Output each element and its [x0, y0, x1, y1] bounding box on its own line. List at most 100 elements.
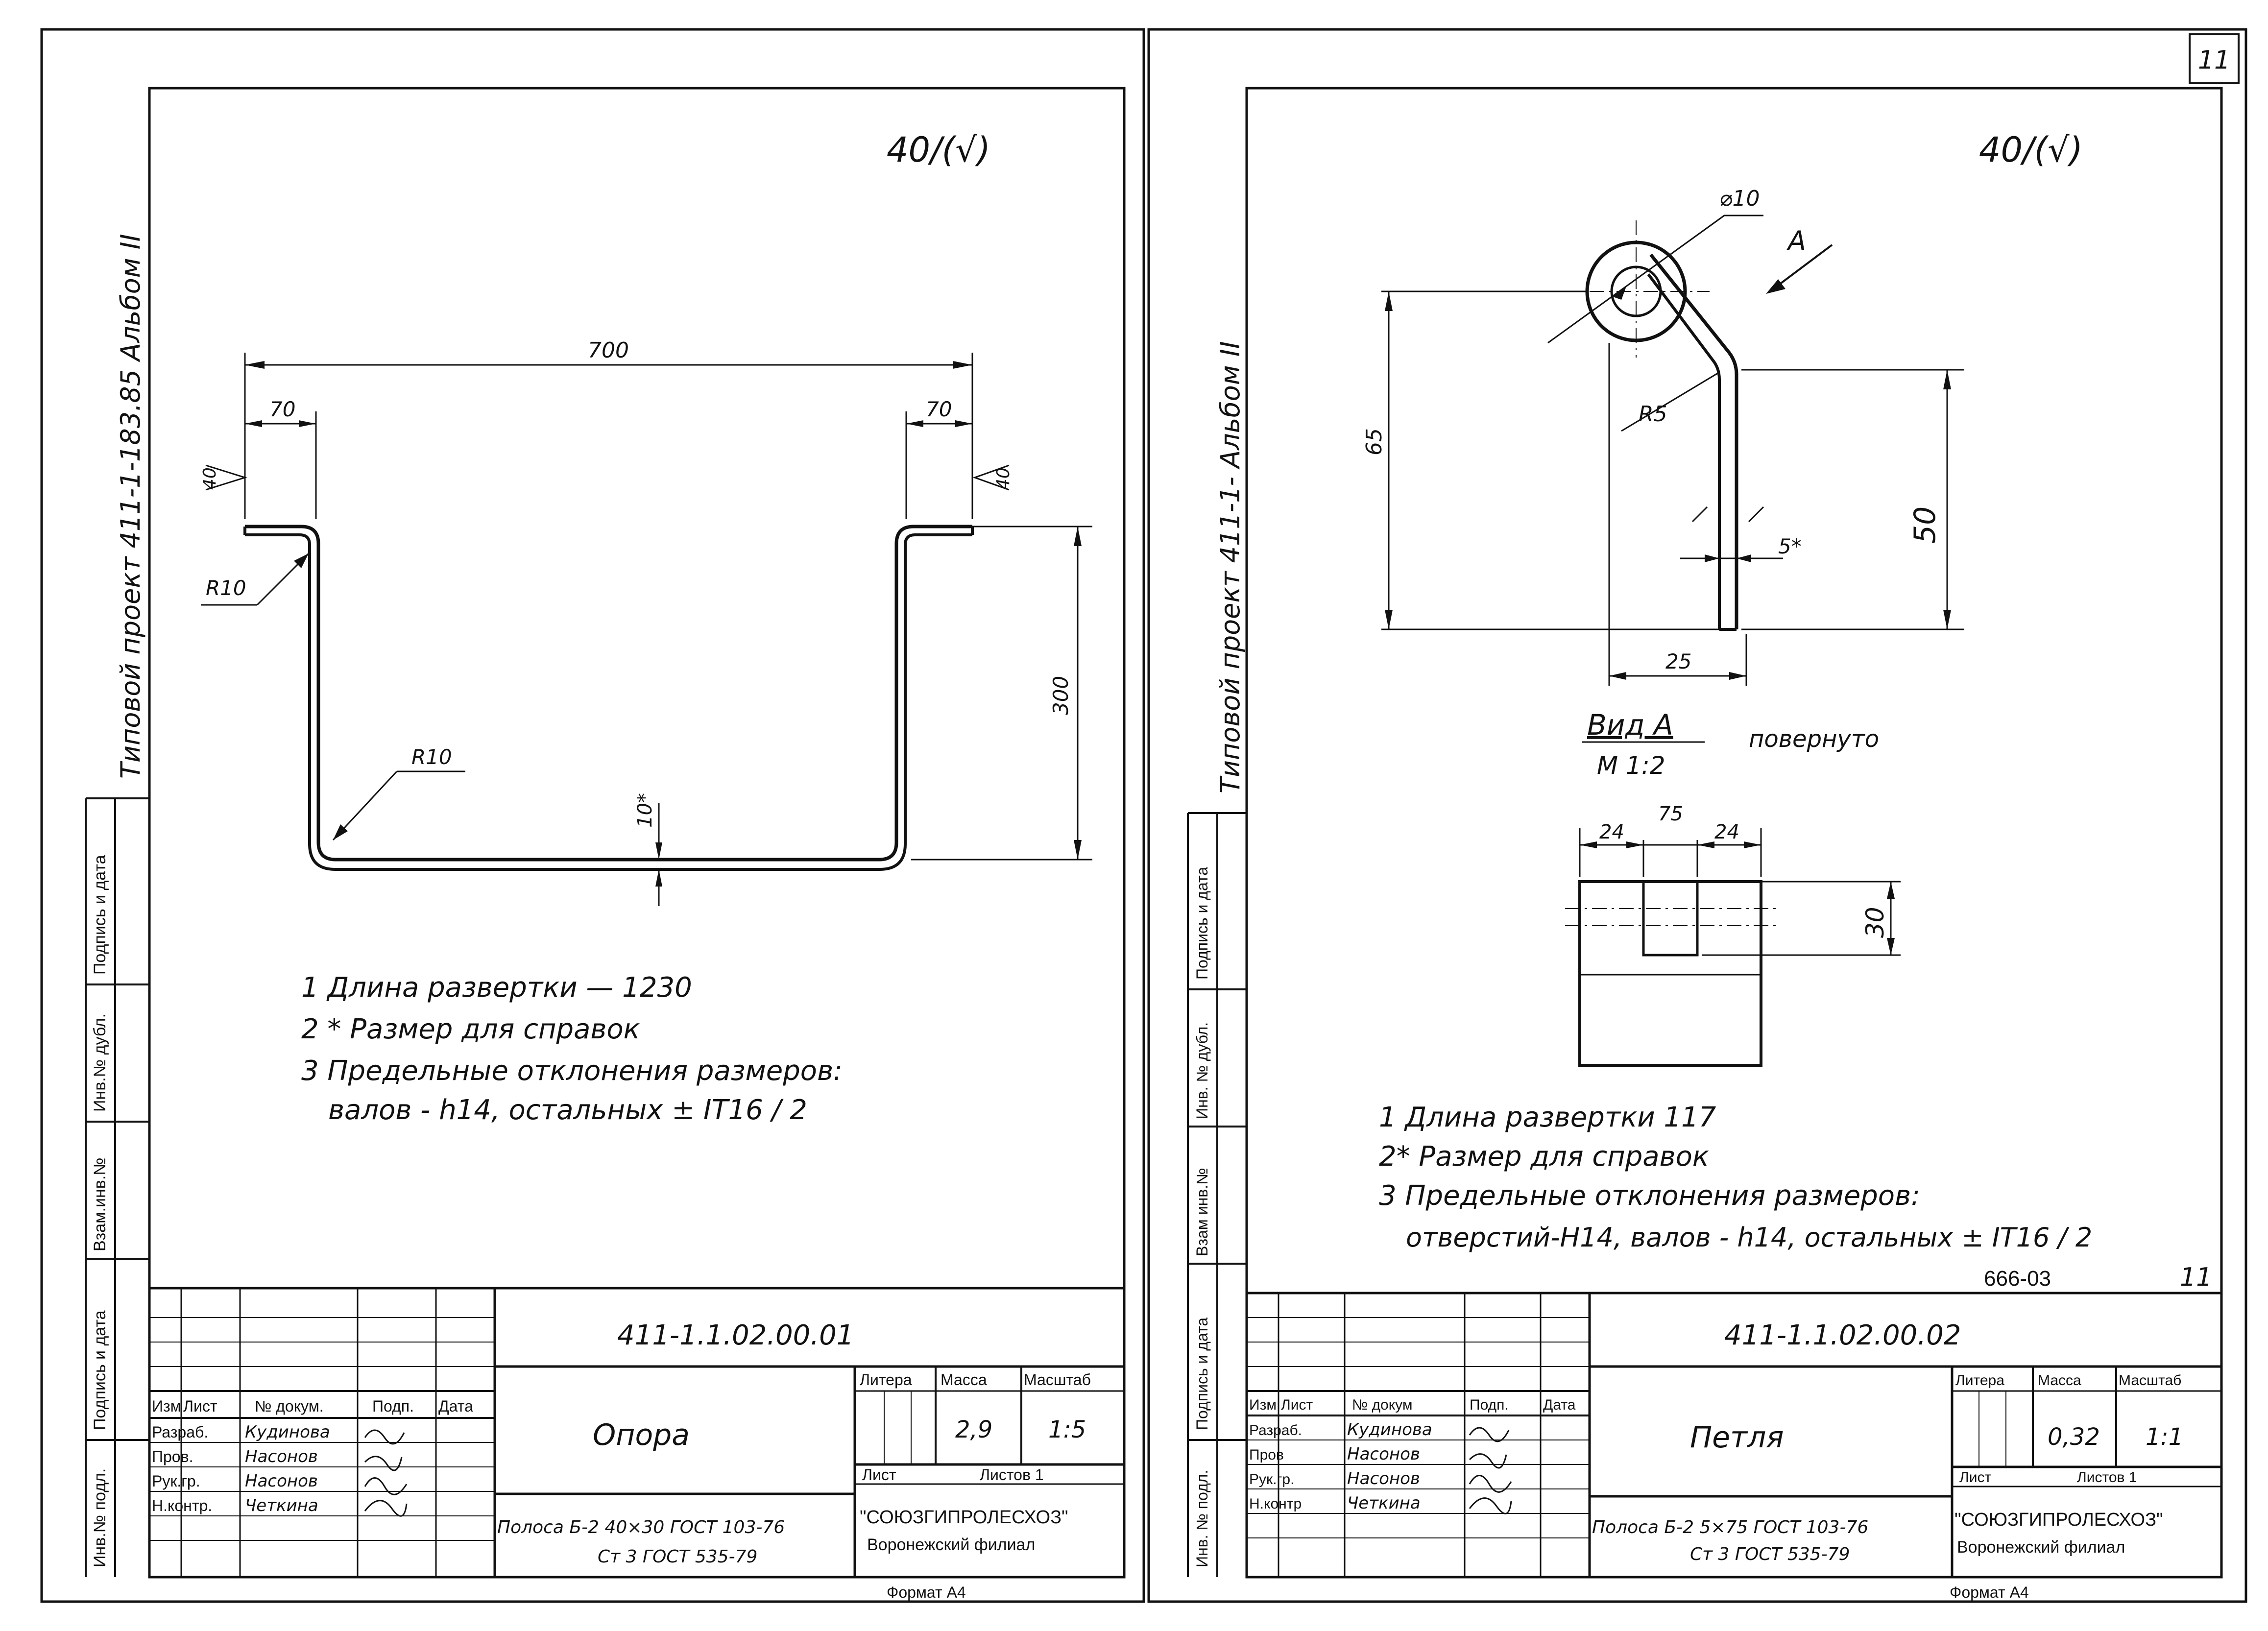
dim-300: 300 — [1049, 676, 1073, 715]
left-note-3: 3 Предельные отклонения размеров: — [301, 1055, 843, 1087]
left-col-date: Дата — [438, 1397, 473, 1415]
left-role-1: Разраб. — [152, 1423, 208, 1441]
dim-70-right: 70 — [926, 397, 952, 421]
right-side-label-4: Подпись и дата — [1193, 1318, 1211, 1430]
left-sheet-label: Лист — [862, 1466, 896, 1484]
support-profile-inner — [245, 533, 972, 871]
page-number: 11 — [2198, 46, 2230, 75]
right-col-doc: № докум — [1352, 1397, 1412, 1413]
right-person-4: Четкина — [1347, 1493, 1421, 1513]
left-sheet-border — [40, 28, 1145, 1603]
right-role-2: Пров — [1249, 1447, 1284, 1463]
right-material-2: Ст 3 ГОСТ 535-79 — [1690, 1544, 1850, 1564]
dim-24-right: 24 — [1714, 821, 1739, 843]
dim-30: 30 — [1861, 907, 1889, 938]
dim-65: 65 — [1362, 428, 1387, 456]
right-sheets-label: Листов 1 — [2077, 1469, 2137, 1486]
right-vertical-title: Типовой проект 411-1- Альбом II — [1215, 341, 1246, 793]
right-side-label-1: Подпись и дата — [1193, 867, 1211, 980]
left-org-2: Воронежский филиал — [867, 1535, 1035, 1554]
left-side-label-1: Подпись и дата — [91, 855, 109, 975]
view-a-title: Вид A — [1587, 708, 1673, 742]
left-role-4: Н.контр. — [152, 1497, 212, 1514]
left-side-label-3: Взам.инв.№ — [91, 1157, 109, 1251]
left-note-2: 2 * Размер для справок — [301, 1013, 640, 1045]
right-note-2: 2* Размер для справок — [1379, 1141, 1709, 1173]
left-col-izm: Изм — [152, 1397, 181, 1415]
left-sheets-label: Листов 1 — [980, 1466, 1044, 1484]
dim-700: 700 — [588, 338, 629, 363]
right-signatures — [1469, 1427, 1512, 1514]
dim-70-left: 70 — [269, 397, 295, 421]
right-designation: 411-1.1.02.00.02 — [1724, 1319, 1961, 1351]
loop-shank-inner — [1647, 273, 1721, 629]
left-person-3: Насонов — [245, 1471, 318, 1491]
left-material-1: Полоса Б-2 40×30 ГОСТ 103-76 — [497, 1517, 785, 1537]
left-sheet: Подпись и дата Инв.№ дубл. Взам.инв.№ По… — [85, 87, 1126, 1601]
left-scale: 1:5 — [1048, 1416, 1086, 1443]
right-col-izm: Изм — [1249, 1397, 1277, 1413]
left-person-4: Четкина — [245, 1496, 318, 1515]
left-inner-frame — [148, 87, 1126, 1579]
left-role-2: Пров. — [152, 1448, 193, 1465]
left-litera-label: Литера — [860, 1371, 912, 1389]
dim-75: 75 — [1658, 803, 1683, 825]
right-material-1: Полоса Б-2 5×75 ГОСТ 103-76 — [1592, 1517, 1868, 1537]
view-a-scale: М 1:2 — [1597, 751, 1665, 780]
left-col-doc: № докум. — [255, 1397, 324, 1415]
left-format: Формат А4 — [887, 1583, 966, 1601]
left-material-2: Ст 3 ГОСТ 535-79 — [598, 1547, 757, 1567]
dim-5-thickness: 5* — [1778, 534, 1802, 558]
right-person-3: Насонов — [1347, 1469, 1420, 1488]
rough-right-flag: 40 — [993, 467, 1013, 490]
left-part-name: Опора — [593, 1418, 690, 1452]
right-scale: 1:1 — [2146, 1423, 2183, 1451]
left-note-1: 1 Длина развертки — 1230 — [301, 972, 692, 1004]
right-title-block: Изм Лист № докум Подп. Дата Разраб. Пров… — [1245, 1292, 2223, 1579]
left-note-4: валов - h14, остальных ± IT16 / 2 — [328, 1094, 807, 1126]
dim-50: 50 — [1908, 506, 1942, 544]
dim-24-left: 24 — [1599, 821, 1624, 843]
view-a-part — [1565, 880, 1776, 1067]
right-side-label-5: Инв. № подл. — [1193, 1470, 1211, 1567]
right-sheet-border — [1147, 28, 2247, 1603]
left-side-label-2: Инв.№ дубл. — [91, 1013, 109, 1112]
view-a-rotated: повернуто — [1749, 725, 1879, 753]
right-mass-label: Масса — [2038, 1372, 2081, 1389]
dim-hole-diameter: ⌀10 — [1719, 186, 1760, 211]
doc-code: 666-03 — [1984, 1267, 2051, 1291]
right-note-3: 3 Предельные отклонения размеров: — [1379, 1180, 1920, 1212]
left-mass-label: Масса — [941, 1371, 987, 1389]
dim-25: 25 — [1665, 649, 1691, 673]
right-litera-label: Литера — [1955, 1372, 2004, 1389]
left-side-label-4: Подпись и дата — [91, 1310, 109, 1430]
right-roughness: 40/(√) — [1979, 130, 2083, 170]
right-role-3: Рук.гр. — [1249, 1471, 1294, 1487]
right-mass: 0,32 — [2048, 1423, 2100, 1451]
left-role-3: Рук.гр. — [152, 1472, 200, 1490]
left-org-1: "СОЮЗГИПРОЛЕСХОЗ" — [860, 1507, 1068, 1528]
right-org-2: Воронежский филиал — [1957, 1538, 2125, 1557]
left-roughness: 40/(√) — [887, 130, 990, 170]
right-col-sign: Подп. — [1470, 1397, 1509, 1413]
radius-bottom: R10 — [411, 745, 452, 769]
left-scale-label: Масштаб — [1024, 1371, 1091, 1389]
right-role-4: Н.контр — [1249, 1496, 1302, 1512]
right-person-2: Насонов — [1347, 1444, 1420, 1464]
left-col-list: Лист — [183, 1397, 217, 1415]
right-note-4: отверстий-Н14, валов - h14, остальных ± … — [1406, 1222, 2092, 1253]
right-sheet: Подпись и дата Инв. № дубл. Взам инв.№ П… — [1187, 87, 2223, 1601]
support-profile-outer — [245, 525, 972, 862]
left-title-block: Изм Лист № докум. Подп. Дата Разраб. Про… — [148, 1287, 1126, 1579]
left-mass: 2,9 — [955, 1416, 992, 1443]
left-side-label-5: Инв.№ подл. — [91, 1468, 109, 1567]
right-format: Формат А4 — [1950, 1583, 2029, 1601]
right-role-1: Разраб. — [1249, 1422, 1302, 1439]
page-number-box — [2189, 33, 2240, 84]
left-col-sign: Подп. — [372, 1397, 414, 1415]
right-side-label-2: Инв. № дубл. — [1193, 1022, 1211, 1119]
right-note-1: 1 Длина развертки 117 — [1379, 1102, 1716, 1133]
loop-shank-outer — [1649, 253, 1738, 629]
view-a-arrow-label: A — [1786, 225, 1806, 256]
